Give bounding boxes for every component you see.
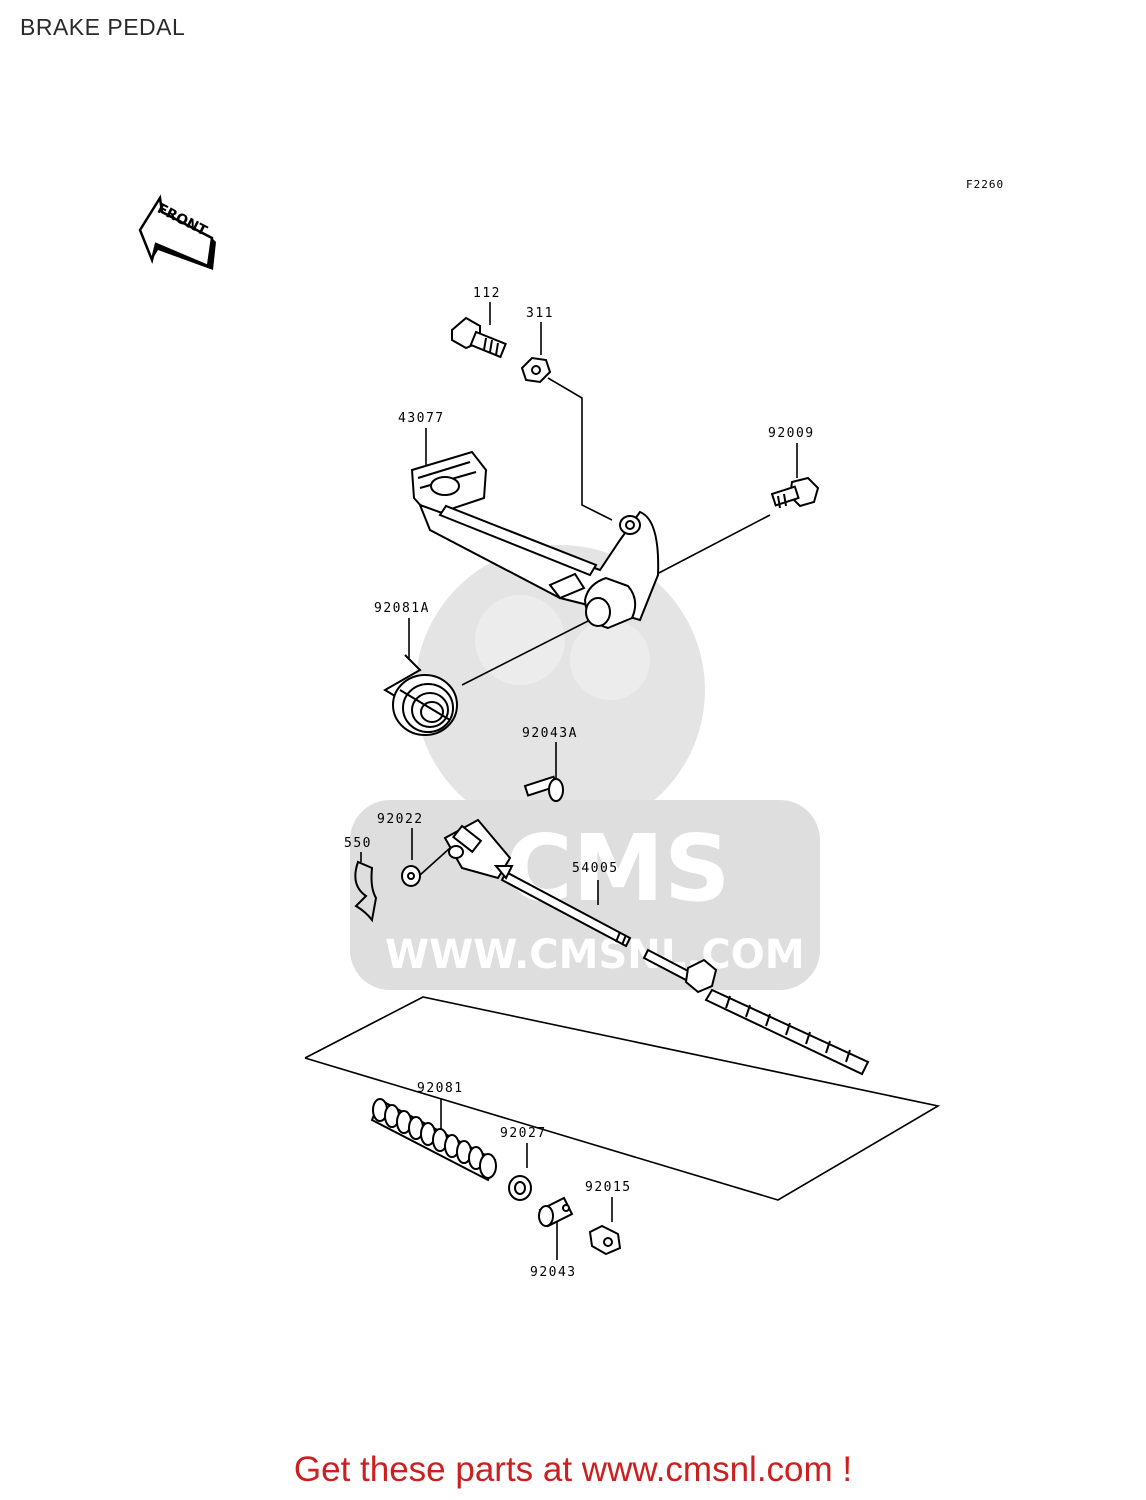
part-label: 112 xyxy=(473,286,501,301)
part-label: 54005 xyxy=(572,861,619,876)
bolt-112-icon xyxy=(451,316,507,359)
cta-link[interactable]: Get these parts at www.cmsnl.com ! xyxy=(293,1450,853,1489)
part-label: 92022 xyxy=(377,812,424,827)
leader-lines xyxy=(304,302,941,1260)
brake-pedal-43077-icon xyxy=(410,450,660,630)
pin-92043a-icon xyxy=(523,775,564,802)
part-label: 43077 xyxy=(398,411,445,426)
nut-92015-icon xyxy=(588,1224,622,1256)
nut-311-icon xyxy=(520,356,552,384)
trunnion-92043-icon xyxy=(538,1196,574,1228)
page-title: BRAKE PEDAL xyxy=(20,14,186,40)
part-label: 311 xyxy=(526,306,554,321)
part-label: 92081A xyxy=(374,601,430,616)
spring-92081-icon xyxy=(370,1098,497,1182)
part-label: 92009 xyxy=(768,426,815,441)
bolt-92009-icon xyxy=(770,476,820,509)
rod-54005-icon xyxy=(493,865,632,948)
cotter-pin-550-icon xyxy=(354,860,378,923)
part-label: 92043 xyxy=(530,1265,577,1280)
part-labels: 112 311 43077 92009 92081A 92043A 92022 … xyxy=(344,286,815,1280)
part-label: 92015 xyxy=(585,1180,632,1195)
part-label: 92081 xyxy=(417,1081,464,1096)
watermark-url: WWW.CMSNL.COM xyxy=(385,932,805,978)
diagram-code: F2260 xyxy=(966,178,1005,191)
watermark-brand: CMS xyxy=(505,815,730,922)
part-label: 550 xyxy=(344,836,372,851)
part-label: 92043A xyxy=(522,726,578,741)
brake-rod-icon xyxy=(642,948,870,1076)
part-label: 92027 xyxy=(500,1126,547,1141)
washer-92022-icon xyxy=(401,865,421,887)
front-arrow-icon: FRONT xyxy=(138,194,216,270)
washer-92027-icon xyxy=(508,1175,532,1201)
spring-92081a-icon xyxy=(383,654,458,736)
